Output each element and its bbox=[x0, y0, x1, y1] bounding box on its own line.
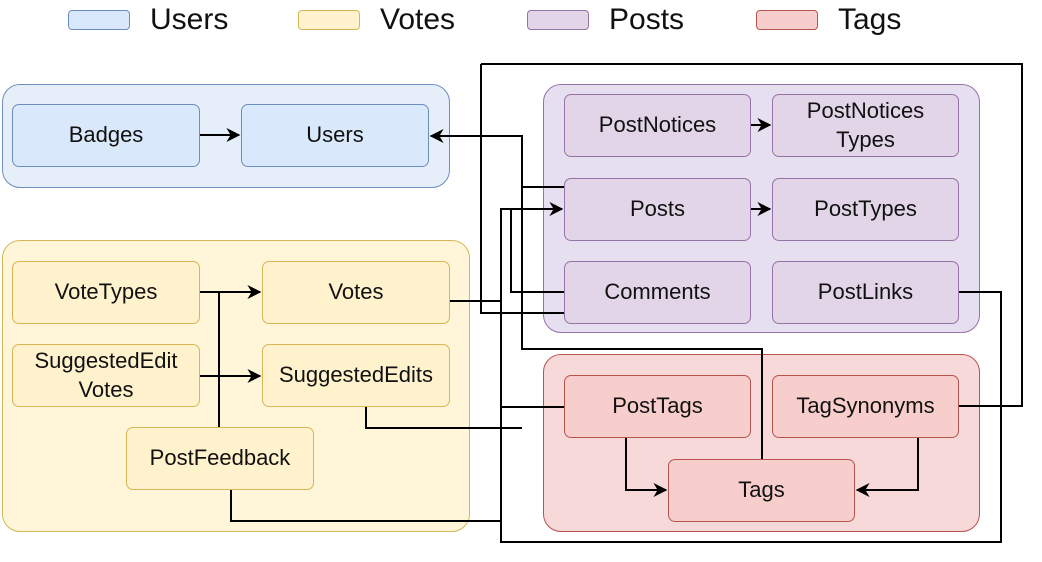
edge-votes-posts bbox=[450, 202, 564, 302]
legend-label-votes: Votes bbox=[380, 3, 456, 36]
node-comments[interactable]: Comments bbox=[564, 261, 751, 324]
edge-postfeedback-posts bbox=[230, 407, 502, 522]
node-postlinks[interactable]: PostLinks bbox=[772, 261, 959, 324]
edge-tagsynonyms-tags bbox=[855, 438, 919, 497]
edge-posttags-posts bbox=[500, 301, 564, 408]
legend-swatch-posts bbox=[527, 10, 589, 30]
node-postfeedback[interactable]: PostFeedback bbox=[126, 427, 314, 490]
legend-label-posts: Posts bbox=[609, 3, 685, 36]
node-postnotices-types[interactable]: PostNotices Types bbox=[772, 94, 959, 157]
legend-votes: Votes bbox=[298, 0, 455, 40]
edge-posttags-tags bbox=[625, 438, 668, 497]
node-posttags[interactable]: PostTags bbox=[564, 375, 751, 438]
node-tagsynonyms[interactable]: TagSynonyms bbox=[772, 375, 959, 438]
node-votes[interactable]: Votes bbox=[262, 261, 450, 324]
edge-outer-loop-top bbox=[429, 129, 564, 188]
node-posts[interactable]: Posts bbox=[564, 178, 751, 241]
legend-posts: Posts bbox=[527, 0, 684, 40]
legend-swatch-votes bbox=[298, 10, 360, 30]
node-users[interactable]: Users bbox=[241, 104, 429, 167]
node-suggestededit-votes[interactable]: SuggestedEdit Votes bbox=[12, 344, 200, 407]
node-posttypes[interactable]: PostTypes bbox=[772, 178, 959, 241]
node-badges[interactable]: Badges bbox=[12, 104, 200, 167]
legend-users: Users bbox=[68, 0, 228, 40]
legend-tags: Tags bbox=[756, 0, 901, 40]
node-votetypes[interactable]: VoteTypes bbox=[12, 261, 200, 324]
node-postnotices[interactable]: PostNotices bbox=[564, 94, 751, 157]
edge-outer-loop-left bbox=[480, 64, 564, 314]
legend-swatch-users bbox=[68, 10, 130, 30]
edge-users-trunk bbox=[521, 136, 763, 459]
edge-comments-posts bbox=[510, 209, 564, 293]
legend-label-users: Users bbox=[150, 3, 229, 36]
node-suggestededits[interactable]: SuggestedEdits bbox=[262, 344, 450, 407]
node-tags[interactable]: Tags bbox=[668, 459, 855, 522]
legend-label-tags: Tags bbox=[838, 3, 902, 36]
edge-outer-loop-box bbox=[481, 63, 1023, 407]
edge-postlinks-loop bbox=[500, 291, 1002, 543]
edge-suggestededits-posts bbox=[365, 407, 522, 429]
legend-swatch-tags bbox=[756, 10, 818, 30]
